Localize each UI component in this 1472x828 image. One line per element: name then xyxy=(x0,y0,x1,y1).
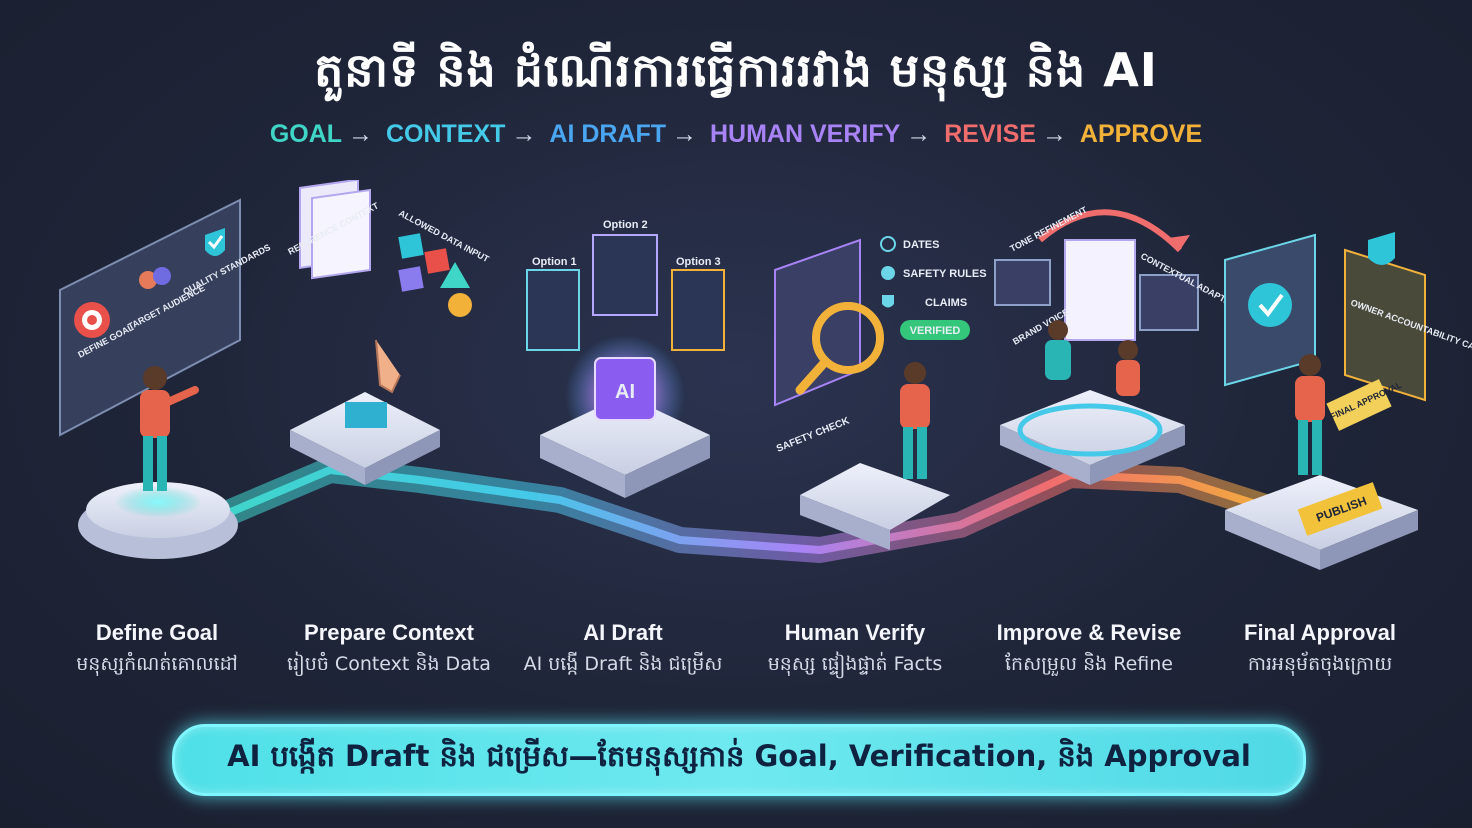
verify-platform xyxy=(800,463,950,530)
stage-title: Prepare Context xyxy=(304,620,474,645)
clock-icon xyxy=(880,236,896,252)
shield-check-icon xyxy=(205,228,225,256)
stage-label-final-approval: Final Approval ការអនុម័តចុងក្រោយ xyxy=(1210,620,1430,680)
flow-step-revise: REVISE xyxy=(944,120,1036,148)
stage-title: Improve & Revise xyxy=(996,620,1182,645)
flow-arrow-icon: → xyxy=(348,120,374,148)
flow-step-goal: GOAL xyxy=(269,120,343,148)
flow-arrow-icon: → xyxy=(511,120,537,148)
stage-title: Define Goal xyxy=(95,620,219,645)
stage-subtitle: មនុស្សកំណត់គោលដៅ xyxy=(76,653,238,675)
option-card xyxy=(671,269,725,351)
verified-badge xyxy=(900,320,970,340)
approval-sign xyxy=(1326,379,1392,431)
person-icon xyxy=(1048,320,1068,340)
page-title: តួនាទី និង ដំណើរការធ្វើការរវាង មនុស្ស និ… xyxy=(314,43,1158,97)
stage-subtitle: ការអនុម័តចុងក្រោយ xyxy=(1247,653,1393,675)
stage-label-improve-revise: Improve & Revise កែសម្រួល និង Refine xyxy=(979,620,1199,680)
cycle-arrow-icon xyxy=(1038,209,1183,253)
stage-label-prepare-context: Prepare Context រៀបចំ Context និង Data xyxy=(279,620,499,680)
verify-item: DATES xyxy=(903,239,939,251)
person-icon xyxy=(143,366,167,390)
option-label: Option 2 xyxy=(603,219,648,231)
stage-prepare-context: REFERENCE CONTEXT ALLOWED DATA INPUT xyxy=(286,180,491,485)
option-label: Option 3 xyxy=(676,256,721,268)
stage-title: AI Draft xyxy=(583,620,663,645)
stage-ai-draft: Option 1 Option 2 Option 3 AI xyxy=(526,219,725,498)
flow-step-approve: APPROVE xyxy=(1079,120,1203,148)
stage-subtitle: រៀបចំ Context និង Data xyxy=(287,653,491,675)
stage-labels: Define Goal មនុស្សកំណត់គោលដៅ Prepare Con… xyxy=(0,620,1472,700)
option-card xyxy=(526,269,580,351)
verify-item: SAFETY RULES xyxy=(903,268,987,280)
stage-improve-revise: TONE REFINEMENT CONTEXTUAL ADAPTATION BR… xyxy=(994,204,1251,485)
flow-arrow-icon: → xyxy=(1041,120,1067,148)
sliders-panel xyxy=(1139,274,1199,331)
revise-document-icon xyxy=(1064,239,1136,341)
flow-arrow-icon: → xyxy=(906,120,932,148)
pointing-hand-icon xyxy=(375,339,401,394)
person-icon xyxy=(1299,354,1321,376)
process-flow: GOAL→ CONTEXT→ AI DRAFT→ HUMAN VERIFY→ R… xyxy=(0,120,1472,149)
handshake-icon xyxy=(881,266,895,280)
ai-chip-label: AI xyxy=(615,381,635,403)
stage-human-verify: DATES SAFETY RULES CLAIMS VERIFIED SAFET… xyxy=(774,236,987,550)
shield-check-icon xyxy=(1368,232,1395,265)
verify-item: CLAIMS xyxy=(925,297,967,309)
audience-icon xyxy=(139,271,157,289)
ai-chip-icon xyxy=(594,357,656,421)
verified-badge-label: VERIFIED xyxy=(910,325,961,337)
workflow-illustration: DEFINE GOAL TARGET AUDIENCE QUALITY STAN… xyxy=(59,180,1472,570)
stage-label-define-goal: Define Goal មនុស្សកំណត់គោលដៅ xyxy=(47,620,267,680)
publish-button xyxy=(1297,482,1383,536)
person-icon xyxy=(1118,340,1138,360)
flow-arrow-icon: → xyxy=(672,120,698,148)
stage-subtitle: មនុស្ស ផ្ទៀងផ្ទាត់ Facts xyxy=(767,653,943,675)
option-label: Option 1 xyxy=(532,256,577,268)
person-icon xyxy=(904,362,926,384)
stage-label-human-verify: Human Verify មនុស្ស ផ្ទៀងផ្ទាត់ Facts xyxy=(745,620,965,680)
shield-icon xyxy=(882,295,894,308)
stage-subtitle: កែសម្រួល និង Refine xyxy=(1005,653,1173,675)
checkmark-icon xyxy=(1248,283,1292,327)
option-card xyxy=(592,234,658,316)
summary-banner-text: AI បង្កើត Draft និង ជម្រើស—តែមនុស្សកាន់ … xyxy=(227,739,1251,773)
flow-step-human-verify: HUMAN VERIFY xyxy=(710,120,901,148)
scanner-chip xyxy=(345,402,387,428)
magnifier-icon xyxy=(812,302,884,374)
stage-label-ai-draft: AI Draft AI បង្កើ Draft និង ជម្រើស xyxy=(513,620,733,680)
goal-hologram-panel xyxy=(59,198,241,437)
safety-check-label: SAFETY CHECK xyxy=(775,415,852,455)
stage-title: Human Verify xyxy=(784,620,926,645)
flow-step-ai-draft: AI DRAFT xyxy=(549,120,667,148)
summary-banner: AI បង្កើត Draft និង ជម្រើស—តែមនុស្សកាន់ … xyxy=(172,724,1306,796)
stage-subtitle: AI បង្កើ Draft និង ជម្រើស xyxy=(523,653,723,675)
stage-title: Final Approval xyxy=(1244,620,1396,645)
flow-step-context: CONTEXT xyxy=(385,120,506,148)
stage-final-approval: OWNER ACCOUNTABILITY CARD FINAL APPROVAL… xyxy=(1224,232,1472,570)
data-blocks-icon xyxy=(398,233,424,259)
owner-card xyxy=(1344,248,1426,402)
